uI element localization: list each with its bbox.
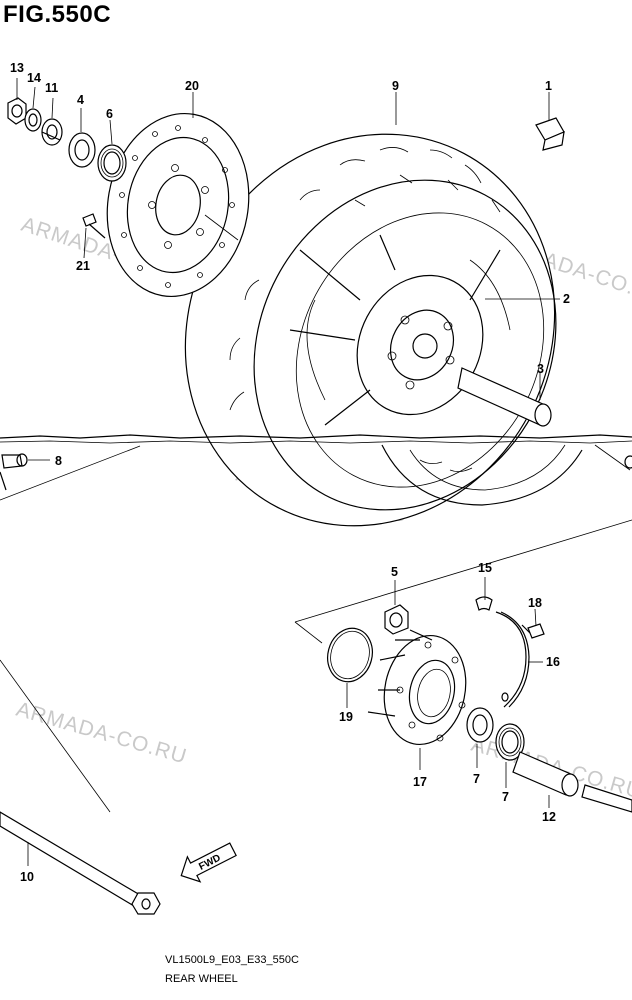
- part-label-17[interactable]: 17: [413, 775, 427, 789]
- tire-lower: [409, 444, 566, 491]
- bearing-6[interactable]: [97, 144, 127, 182]
- part-label-11[interactable]: 11: [45, 81, 58, 95]
- axle-spacer[interactable]: [457, 367, 552, 427]
- part-label-9[interactable]: 9: [392, 79, 399, 93]
- part-label-10[interactable]: 10: [20, 870, 34, 884]
- part-label-16[interactable]: 16: [546, 655, 560, 669]
- part-label-2[interactable]: 2: [563, 292, 570, 306]
- valve-cap[interactable]: [535, 117, 565, 151]
- page-break-line: [0, 434, 632, 439]
- tire-lower: [381, 444, 583, 506]
- brake-disc[interactable]: [93, 102, 263, 308]
- rear-axle-10[interactable]: [0, 811, 161, 915]
- part-label-12[interactable]: 12: [542, 810, 556, 824]
- adjuster-8[interactable]: [0, 453, 28, 491]
- bearing-7a[interactable]: [466, 707, 494, 743]
- frame-line: [294, 519, 632, 623]
- wheel-rim[interactable]: [289, 234, 511, 437]
- adjuster-right: [624, 455, 632, 469]
- part-label-19[interactable]: 19: [339, 710, 353, 724]
- part-label-20[interactable]: 20: [185, 79, 199, 93]
- fwd-arrow-icon: FWD: [180, 842, 237, 883]
- frame-line: [294, 621, 323, 644]
- part-label-4[interactable]: 4: [77, 93, 84, 107]
- part-label-6[interactable]: 6: [106, 107, 113, 121]
- frame-line: [0, 659, 111, 813]
- part-label-5[interactable]: 5: [391, 565, 398, 579]
- tire-lower: [594, 444, 631, 471]
- hub-damper-5[interactable]: [384, 604, 409, 635]
- part-label-7[interactable]: 7: [473, 772, 480, 786]
- washer-14[interactable]: [24, 108, 42, 132]
- circlip-15[interactable]: [475, 596, 493, 611]
- part-label-18[interactable]: 18: [528, 596, 542, 610]
- axle-spacer-12[interactable]: [512, 751, 632, 813]
- part-label-1[interactable]: 1: [545, 79, 552, 93]
- part-label-21[interactable]: 21: [76, 259, 90, 273]
- model-code: VL1500L9_E03_E33_550C: [165, 954, 299, 966]
- o-ring-19[interactable]: [322, 623, 378, 687]
- leader-lines: [16, 78, 560, 866]
- sprocket-carrier-17[interactable]: [367, 628, 476, 752]
- nut-13[interactable]: [7, 97, 27, 125]
- part-label-13[interactable]: 13: [10, 61, 24, 75]
- page-break-line: [0, 440, 632, 444]
- screw-18[interactable]: [521, 623, 545, 639]
- watermark: ARMADA-CO.RU: [14, 698, 190, 769]
- dust-seal-4[interactable]: [68, 132, 96, 168]
- figure-title: FIG.550C: [3, 1, 112, 28]
- part-label-8[interactable]: 8: [55, 454, 62, 468]
- part-label-14[interactable]: 14: [27, 71, 41, 85]
- fwd-label: FWD: [197, 853, 222, 873]
- sensor-bracket-16[interactable]: [495, 611, 530, 708]
- part-label-3[interactable]: 3: [537, 362, 544, 376]
- frame-line: [0, 445, 141, 501]
- part-label-7[interactable]: 7: [502, 790, 509, 804]
- part-label-15[interactable]: 15: [478, 561, 492, 575]
- spacer-11[interactable]: [41, 118, 63, 146]
- disc-bolt-21[interactable]: [82, 213, 106, 239]
- bearing-7b[interactable]: [495, 723, 525, 761]
- section-name: REAR WHEEL: [165, 973, 238, 985]
